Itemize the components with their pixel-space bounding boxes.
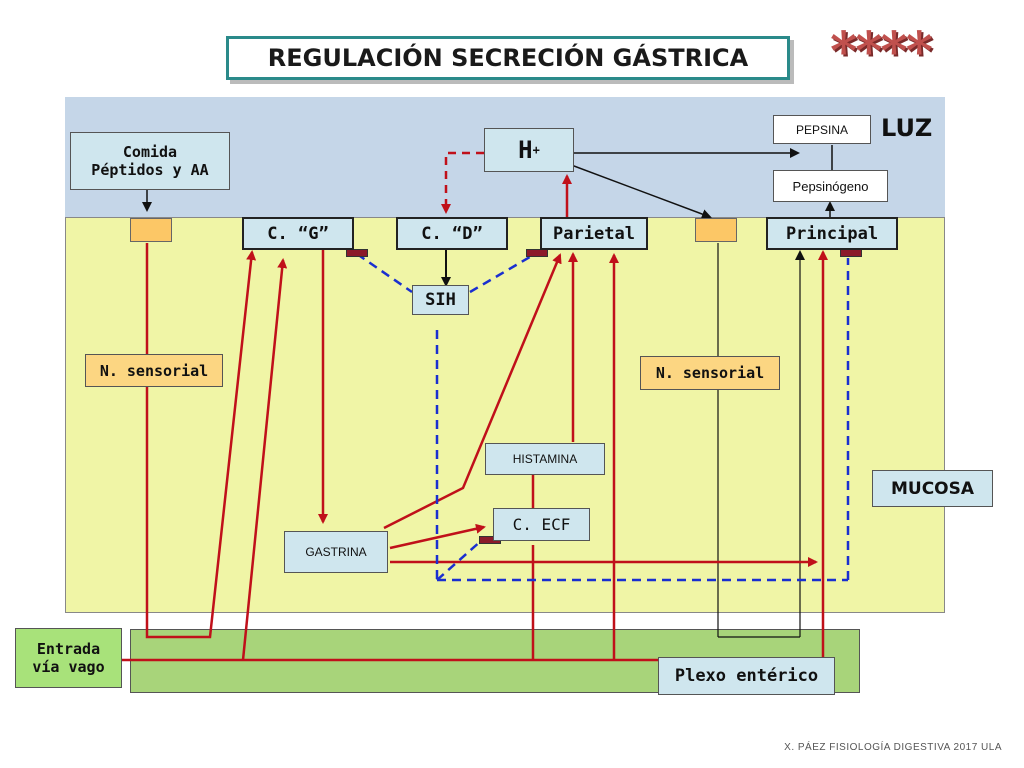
somatostatin-label: SIH bbox=[425, 290, 456, 310]
sensory-nerve-left-label: N. sensorial bbox=[99, 361, 209, 380]
ecf-cell-box: C. ECF bbox=[493, 508, 590, 541]
enteric-plexus-label-box: Plexo entérico bbox=[658, 657, 835, 695]
g-cell-box: C. “G” bbox=[242, 217, 354, 250]
diagram-title: REGULACIÓN SECRECIÓN GÁSTRICA bbox=[226, 36, 790, 80]
pepsin-label: PEPSINA bbox=[795, 122, 849, 137]
pepsinogen-label: Pepsinógeno bbox=[792, 178, 869, 194]
gastrin-box: GASTRINA bbox=[284, 531, 388, 573]
gastrin-label: GASTRINA bbox=[305, 545, 367, 559]
g-cell-label: C. “G” bbox=[267, 223, 329, 244]
vagal-input-box: Entrada vía vago bbox=[15, 628, 122, 688]
histamine-label: HISTAMINA bbox=[512, 452, 578, 466]
parietal-cell-label: Parietal bbox=[553, 223, 635, 244]
lumen-label: LUZ bbox=[881, 114, 933, 142]
stars-mark: **** bbox=[830, 21, 933, 82]
food-label: Comida bbox=[122, 143, 178, 161]
mucosa-label: MUCOSA bbox=[890, 478, 975, 499]
hydrogen-ion-label: H bbox=[518, 136, 533, 164]
hydrogen-ion-charge: + bbox=[532, 143, 540, 157]
d-cell-box: C. “D” bbox=[396, 217, 508, 250]
d-cell-label: C. “D” bbox=[421, 223, 483, 244]
vagal-input-label-line2: vía vago bbox=[32, 658, 105, 676]
hydrogen-ion-box: H+ bbox=[484, 128, 574, 172]
principal-cell-box: Principal bbox=[766, 217, 898, 250]
sensory-nerve-left-box: N. sensorial bbox=[85, 354, 223, 387]
parietal-cell-box: Parietal bbox=[540, 217, 648, 250]
enteric-plexus-label: Plexo entérico bbox=[674, 666, 819, 686]
vagal-input-label-line1: Entrada bbox=[36, 640, 101, 658]
principal-cell-label: Principal bbox=[785, 223, 879, 244]
pepsin-box: PEPSINA bbox=[773, 115, 871, 144]
mucosa-zone bbox=[65, 217, 945, 613]
sensory-receptor-right bbox=[695, 218, 737, 242]
food-peptides-box: Comida Péptidos y AA bbox=[70, 132, 230, 190]
principal-sst-receptor bbox=[840, 249, 862, 257]
somatostatin-box: SIH bbox=[412, 285, 469, 315]
footer-credit: X. PÁEZ FISIOLOGÍA DIGESTIVA 2017 ULA bbox=[784, 742, 1002, 753]
parietal-sst-receptor bbox=[526, 249, 548, 257]
g-cell-sst-receptor bbox=[346, 249, 368, 257]
sensory-nerve-right-label: N. sensorial bbox=[655, 364, 765, 382]
ecf-cell-label: C. ECF bbox=[512, 515, 571, 534]
mucosa-label-box: MUCOSA bbox=[872, 470, 993, 507]
pepsinogen-box: Pepsinógeno bbox=[773, 170, 888, 202]
sensory-nerve-right-box: N. sensorial bbox=[640, 356, 780, 390]
peptides-label: Péptidos y AA bbox=[91, 161, 209, 179]
histamine-box: HISTAMINA bbox=[485, 443, 605, 475]
sensory-receptor-left bbox=[130, 218, 172, 242]
